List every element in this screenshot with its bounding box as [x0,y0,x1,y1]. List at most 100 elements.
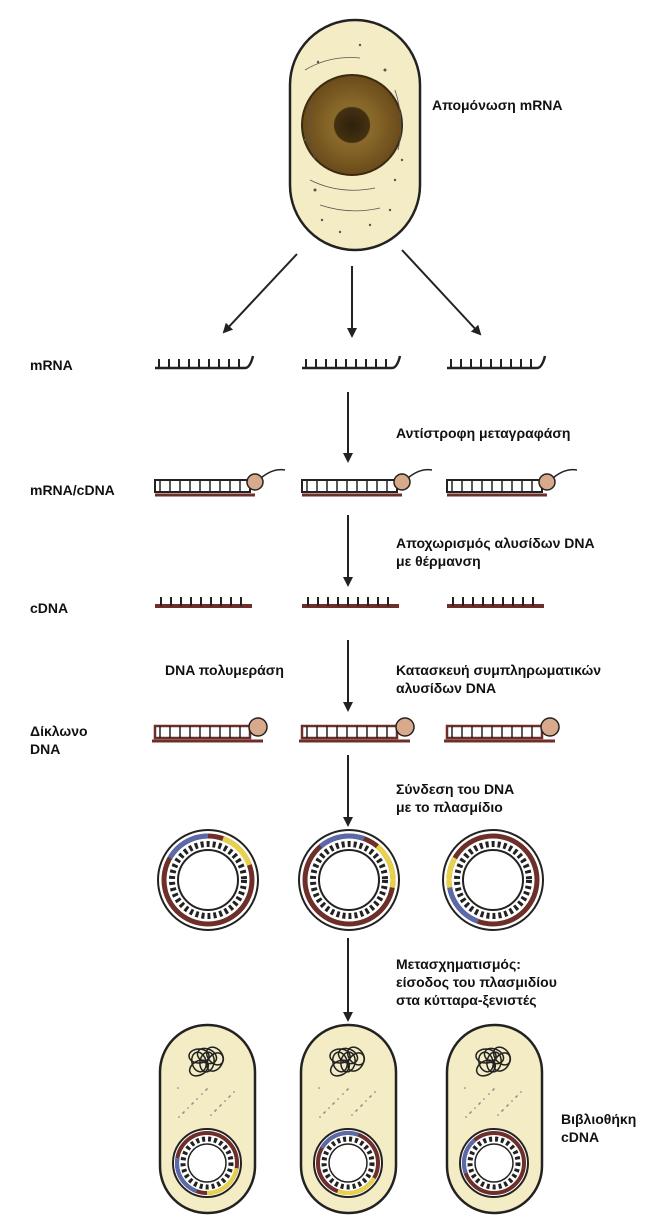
primer-cap [246,473,264,491]
label-transform-line2: είσοδος του πλασμιδίου [396,974,557,990]
plasmid-inner [462,849,524,911]
cytoplasm-dot [520,1091,522,1093]
cytoplasm-dot [464,1087,466,1089]
cytoplasm-dot [479,1102,481,1104]
cytoplasm-dot [201,1093,203,1095]
cytoplasm-dot [210,1114,212,1116]
double-stranded-dna [444,717,560,743]
label-complementary-line2: αλυσίδων DNA [396,680,497,696]
cytoplasm-dot [507,1104,509,1106]
mrna-backbone [447,355,547,370]
host-plasmid-inner [474,1143,514,1183]
cytoplasm-dot [229,1095,231,1097]
insert-arc-yellow [222,836,252,866]
hybrid-molecule [301,468,433,497]
cytoplasm-dot [342,1093,344,1095]
double-stranded-dna [152,717,268,743]
cytoplasm-dot [478,1103,480,1105]
host-plasmid-bases [467,1136,521,1190]
cdna-strand [155,597,252,608]
host-insert-yellow [337,1176,376,1195]
label-separation-line2: με θέρμανση [396,553,481,569]
cdna-strand [447,597,544,608]
label-transform-line1: Μετασχηματισμός: [396,956,521,972]
cytoplasm-dot [214,1110,216,1112]
chromosome-loop [188,1059,210,1077]
mrna-backbone [155,355,255,370]
recombinant-plasmid [442,829,544,931]
cytoplasm-dot [187,1107,189,1109]
double-stranded-dna [299,717,415,743]
cytoplasm-dot [356,1109,358,1111]
mrna-strand [302,355,402,370]
cytoplasm-dot [191,1103,193,1105]
primer-cap [393,473,411,491]
insert-arc-yellow [375,844,396,889]
label-double-line2: DNA [30,741,61,757]
cytoplasm-dot [351,1114,353,1116]
cytoplasm-dot [219,1105,221,1107]
label-ligation-line1: Σύνδεση του DNA [396,781,515,797]
recombinant-plasmid [157,829,259,931]
cytoplasm-dot [360,1105,362,1107]
cdna-row [155,597,544,608]
cytoplasm-dot [501,1110,503,1112]
cytoplasm-dot [493,1088,495,1090]
label-library-line1: Βιβλιοθήκη [561,1111,637,1127]
cytoplasm-dot [337,1098,339,1100]
cytoplasm-dot [369,1096,371,1098]
double-stranded-dna-row [152,717,560,743]
label-double-line1: Δίκλωνο [30,723,88,739]
cytoplasm-dot [347,1088,349,1090]
cytoplasm-dot [515,1096,517,1098]
cytoplasm-dot [370,1095,372,1097]
mrna-backbone [302,355,402,370]
chromosome-loop [347,1052,365,1072]
cytoplasm-dot [483,1098,485,1100]
cytoplasm-dot [228,1096,230,1098]
recombinant-plasmid [298,829,400,931]
cytoplasm-dot [355,1110,357,1112]
process-arrows [222,249,482,1022]
arrow-right [401,249,482,336]
cytoplasm-dot [511,1100,513,1102]
cytoplasm-dot [220,1104,222,1106]
hairpin-loop [540,717,560,737]
label-library-line2: cDNA [561,1129,600,1145]
primer-cap [538,473,556,491]
cytoplasm-dot [324,1111,326,1113]
host-plasmid-inner [187,1143,227,1183]
plasmid-base-pairs [454,841,532,919]
chromosome-loop [493,1052,511,1072]
cytoplasm-dot [178,1116,180,1118]
label-ligation-line2: με το πλασμίδιο [396,799,503,815]
cytoplasm-dot [474,1107,476,1109]
cytoplasm-dot [333,1102,335,1104]
mrna-tail [552,468,578,479]
nucleolus [334,107,370,143]
cytoplasm-dot [182,1112,184,1114]
host-cell [158,1023,257,1215]
cytoplasm-dot [497,1114,499,1116]
arrow-left [222,253,298,334]
cytoplasm-dot [183,1111,185,1113]
mrna-tail [407,468,433,479]
plasmid-base-pairs [169,841,247,919]
cytoplasm-dot [328,1107,330,1109]
mrna-tail [260,468,286,479]
plasmid-base-pairs [310,841,388,919]
host-cell-row [158,1023,544,1215]
hairpin-loop [395,717,415,737]
recombinant-plasmid-row [157,829,544,931]
cytoplasm-dot [318,1087,320,1089]
cytoplasm-dot [516,1095,518,1097]
mrna-row [155,355,547,370]
cytoplasm-dot [177,1087,179,1089]
cytoplasm-dot [488,1093,490,1095]
mrna-cdna-row [154,468,578,497]
label-mrna: mRNA [30,357,73,373]
hybrid-molecule [446,468,578,497]
cytoplasm-dot [205,1089,207,1091]
hybrid-molecule [154,468,286,497]
cytoplasm-dot [196,1098,198,1100]
